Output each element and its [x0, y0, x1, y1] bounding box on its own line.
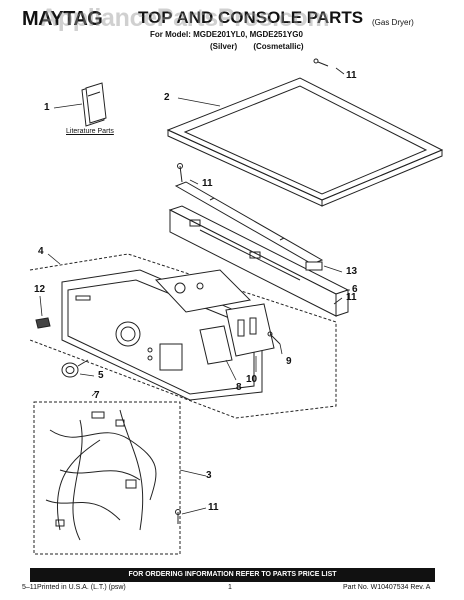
literature-parts-label: Literature Parts — [66, 128, 114, 135]
control-knob — [61, 359, 89, 378]
brand-logo: MAYTAG — [22, 8, 103, 30]
callout-11-bracket: 11 — [202, 178, 213, 189]
callout-1: 1 — [44, 102, 50, 113]
switch — [35, 317, 51, 329]
callout-13: 13 — [346, 266, 358, 277]
control-board — [154, 269, 252, 365]
callout-11-harness: 11 — [208, 502, 219, 513]
top-panel — [166, 77, 444, 207]
callout-7: 7 — [94, 390, 100, 401]
callout-2: 2 — [164, 92, 170, 103]
callout-6: 6 — [352, 284, 358, 295]
callout-10: 10 — [246, 374, 258, 385]
page-title: TOP AND CONSOLE PARTS — [138, 8, 364, 27]
color-variants: (Silver) (Cosmetallic) — [210, 42, 304, 51]
footer-print-info: 5–11Printed in U.S.A. (L.T.) (psw) — [22, 584, 126, 591]
wire-harness — [33, 401, 181, 555]
literature-booklet — [81, 82, 107, 127]
callout-4: 4 — [38, 246, 44, 257]
page-number: 1 — [228, 584, 232, 591]
callout-12: 12 — [34, 284, 46, 295]
ordering-note: FOR ORDERING INFORMATION REFER TO PARTS … — [30, 568, 435, 582]
model-line: For Model: MGDE201YL0, MGDE251YG0 — [150, 30, 303, 39]
clip — [305, 261, 323, 271]
watermark: AppliancePartsPros.com — [40, 4, 330, 32]
interface-board — [225, 303, 275, 357]
part-number: Part No. W10407534 Rev. A — [343, 584, 431, 591]
leader-lines — [39, 67, 350, 515]
board-screw — [267, 331, 281, 345]
callout-3: 3 — [206, 470, 212, 481]
screw-top — [313, 58, 329, 67]
callout-11-top: 11 — [346, 70, 357, 81]
product-type: (Gas Dryer) — [372, 18, 414, 27]
callout-5: 5 — [98, 370, 104, 381]
callout-11-console: 11 — [346, 292, 357, 303]
callout-8: 8 — [236, 382, 242, 393]
callout-9: 9 — [286, 356, 292, 367]
screw-bracket — [177, 163, 183, 183]
top-bracket-rail — [174, 181, 324, 265]
